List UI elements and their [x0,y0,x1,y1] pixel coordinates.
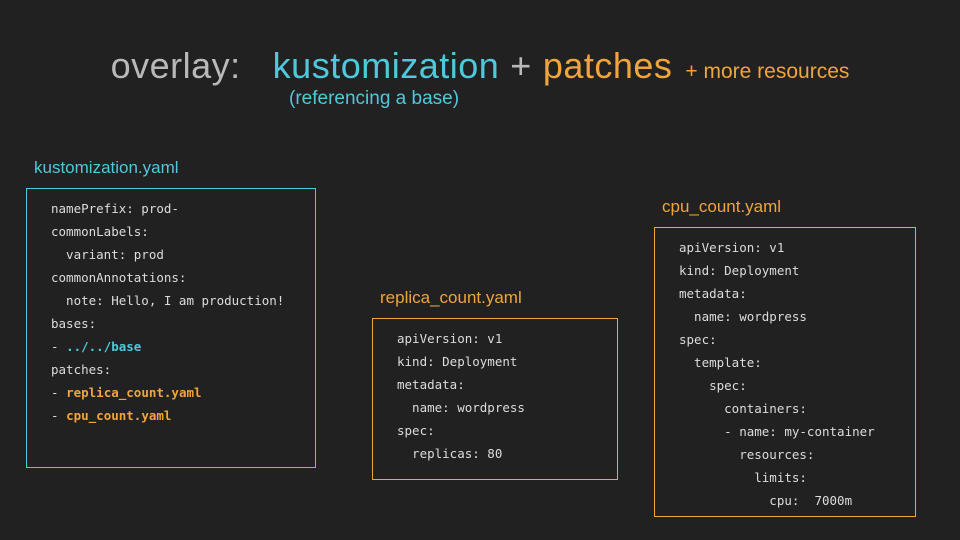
code-line: kind: Deployment [679,263,800,278]
file-label-replica-count: replica_count.yaml [380,288,522,307]
title-overlay-text: overlay: [110,45,241,86]
file-panel-cpu-count: cpu_count.yaml apiVersion: v1 kind: Deplo… [654,196,916,517]
slide-title: overlay: kustomization + patches + more … [0,45,960,87]
codebox-kustomization: namePrefix: prod-commonLabels: variant: … [26,188,316,468]
file-label-kustomization: kustomization.yaml [34,158,179,177]
code-line: spec: [679,378,747,393]
title-subtitle: (referencing a base) [289,88,460,109]
code-line: spec: [679,332,717,347]
code-line: apiVersion: v1 [397,331,503,346]
code-line: commonLabels: [51,224,149,239]
code-line: note: Hello, I am production! [51,293,285,308]
code-line: containers: [679,401,807,416]
title-plus-sign: + [510,45,532,86]
code-line: limits: [679,470,807,485]
title-patches-text: patches [542,45,673,86]
title-kustomization-text: kustomization [272,45,500,86]
code-line: template: [679,355,762,370]
code-line: cpu: 7000m [679,493,853,508]
file-panel-kustomization: kustomization.yaml namePrefix: prod-comm… [26,157,316,468]
code-line: - replica_count.yaml [51,385,202,400]
code-line: - ../../base [51,339,142,354]
code-line: metadata: [397,377,465,392]
file-label-cpu-count: cpu_count.yaml [662,197,782,216]
code-line: - cpu_count.yaml [51,408,172,423]
code-line: patches: [51,362,112,377]
code-line: name: wordpress [679,309,807,324]
code-line: kind: Deployment [397,354,518,369]
title-more-resources-text: + more resources [685,60,850,83]
code-line: resources: [679,447,815,462]
code-line: namePrefix: prod- [51,201,179,216]
code-line: bases: [51,316,97,331]
file-panel-replica-count: replica_count.yaml apiVersion: v1 kind: D… [372,287,618,480]
code-line: spec: [397,423,435,438]
code-line: metadata: [679,286,747,301]
code-line: - name: my-container [679,424,875,439]
code-line: variant: prod [51,247,164,262]
code-line: replicas: 80 [397,446,503,461]
code-line: apiVersion: v1 [679,240,785,255]
code-line: name: wordpress [397,400,525,415]
code-line: commonAnnotations: [51,270,187,285]
